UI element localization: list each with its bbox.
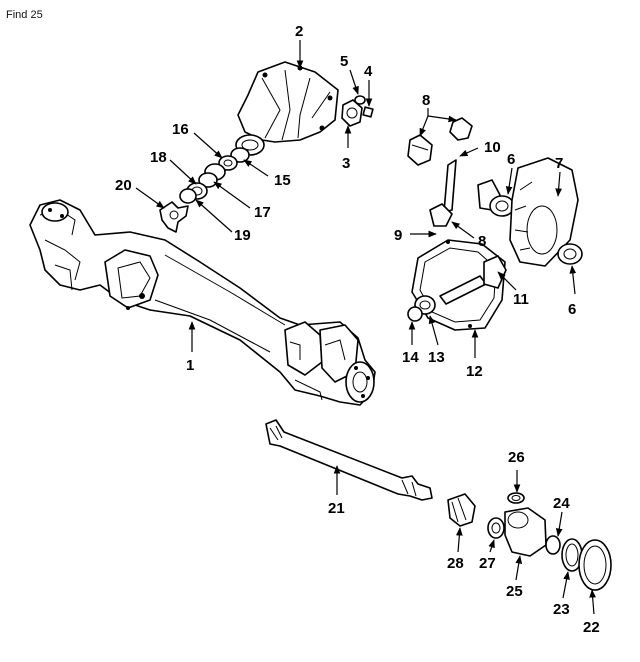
- callout-17: 17: [254, 204, 271, 221]
- carrier-housing: [235, 61, 339, 156]
- callout-24: 24: [553, 495, 570, 512]
- find-label: Find 25: [6, 9, 43, 21]
- callout-15: 15: [274, 172, 291, 189]
- callout-26: 26: [508, 449, 525, 466]
- callout-9: 9: [394, 227, 402, 244]
- axle-shaft: [265, 419, 433, 501]
- callout-21: 21: [328, 500, 345, 517]
- callout-12: 12: [466, 363, 483, 380]
- callout-20: 20: [115, 177, 132, 194]
- callout-10: 10: [484, 139, 501, 156]
- callout-4: 4: [364, 63, 373, 80]
- nut-and-washer: [341, 95, 374, 127]
- leader-lines: [135, 40, 596, 615]
- callout-14: 14: [402, 349, 419, 366]
- callout-7: 7: [555, 155, 563, 172]
- hub-assembly: [447, 492, 612, 591]
- callout-28: 28: [447, 555, 464, 572]
- callout-3: 3: [342, 155, 350, 172]
- ring-gear-and-gasket: [407, 239, 507, 331]
- callout-6-top: 6: [507, 151, 515, 168]
- callout-8-bottom: 8: [478, 233, 486, 250]
- callout-13: 13: [428, 349, 445, 366]
- callout-6-bottom: 6: [568, 301, 576, 318]
- callout-25: 25: [506, 583, 523, 600]
- pinion-seal-stack: [159, 147, 250, 233]
- differential-assembly: [407, 117, 583, 267]
- callout-2: 2: [295, 23, 303, 40]
- callout-11: 11: [513, 291, 529, 308]
- callout-1: 1: [186, 357, 194, 374]
- callout-19: 19: [234, 227, 251, 244]
- callout-numbers: 1 2 3 4 5 6 6 7 8 8 9 10 11 12 13 14 15 …: [115, 23, 600, 636]
- callout-27: 27: [479, 555, 496, 572]
- callout-8-top: 8: [422, 92, 430, 109]
- callout-18: 18: [150, 149, 167, 166]
- callout-23: 23: [553, 601, 570, 618]
- callout-22: 22: [583, 619, 600, 636]
- axle-housing: [29, 199, 376, 406]
- callout-16: 16: [172, 121, 189, 138]
- callout-5: 5: [340, 53, 348, 70]
